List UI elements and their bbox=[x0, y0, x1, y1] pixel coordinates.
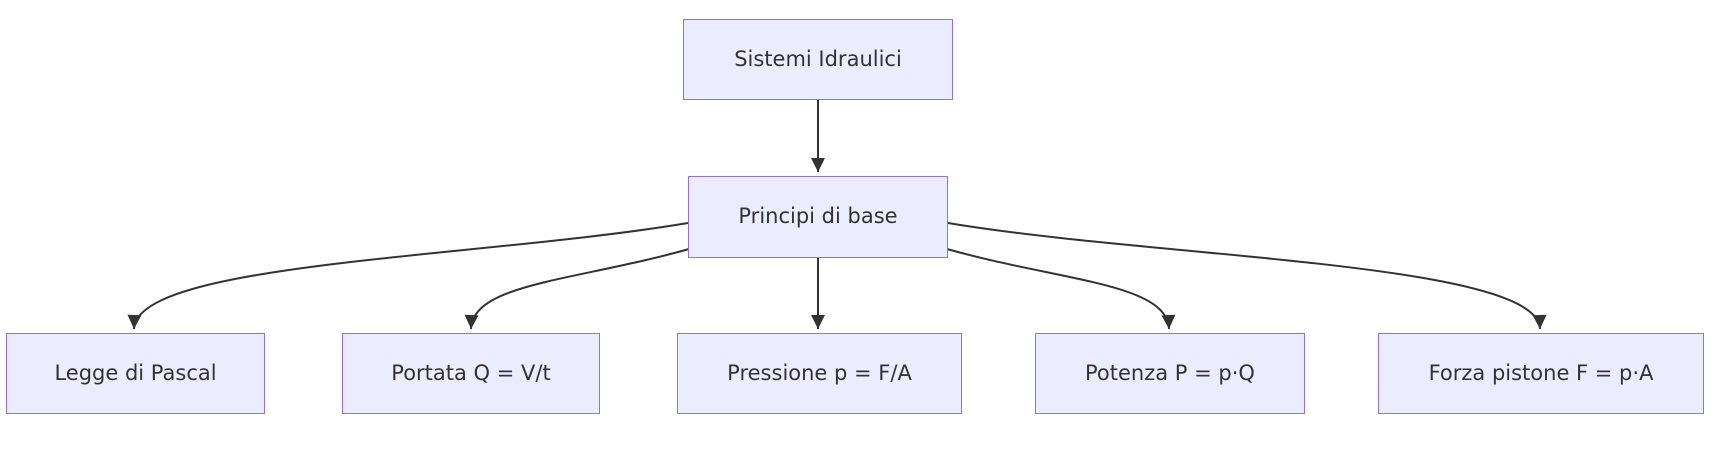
node-legge-di-pascal: Legge di Pascal bbox=[6, 333, 265, 414]
node-label: Portata Q = V/t bbox=[391, 360, 551, 385]
node-principi-di-base: Principi di base bbox=[688, 176, 948, 258]
node-label: Forza pistone F = p·A bbox=[1428, 360, 1654, 385]
node-label: Principi di base bbox=[738, 204, 898, 229]
node-sistemi-idraulici: Sistemi Idraulici bbox=[683, 19, 953, 100]
edge-base-to-forza bbox=[947, 222, 1547, 330]
node-forza-pistone: Forza pistone F = p·A bbox=[1378, 333, 1704, 414]
edge-base-to-potenza bbox=[946, 248, 1176, 330]
edge-base-to-pascal bbox=[127, 222, 689, 330]
node-pressione: Pressione p = F/A bbox=[677, 333, 962, 414]
edge-base-to-portata bbox=[464, 248, 690, 330]
node-portata: Portata Q = V/t bbox=[342, 333, 600, 414]
node-label: Pressione p = F/A bbox=[727, 360, 912, 385]
node-label: Potenza P = p·Q bbox=[1085, 360, 1255, 385]
node-label: Legge di Pascal bbox=[54, 360, 217, 385]
node-label: Sistemi Idraulici bbox=[734, 46, 902, 71]
node-potenza: Potenza P = p·Q bbox=[1035, 333, 1305, 414]
